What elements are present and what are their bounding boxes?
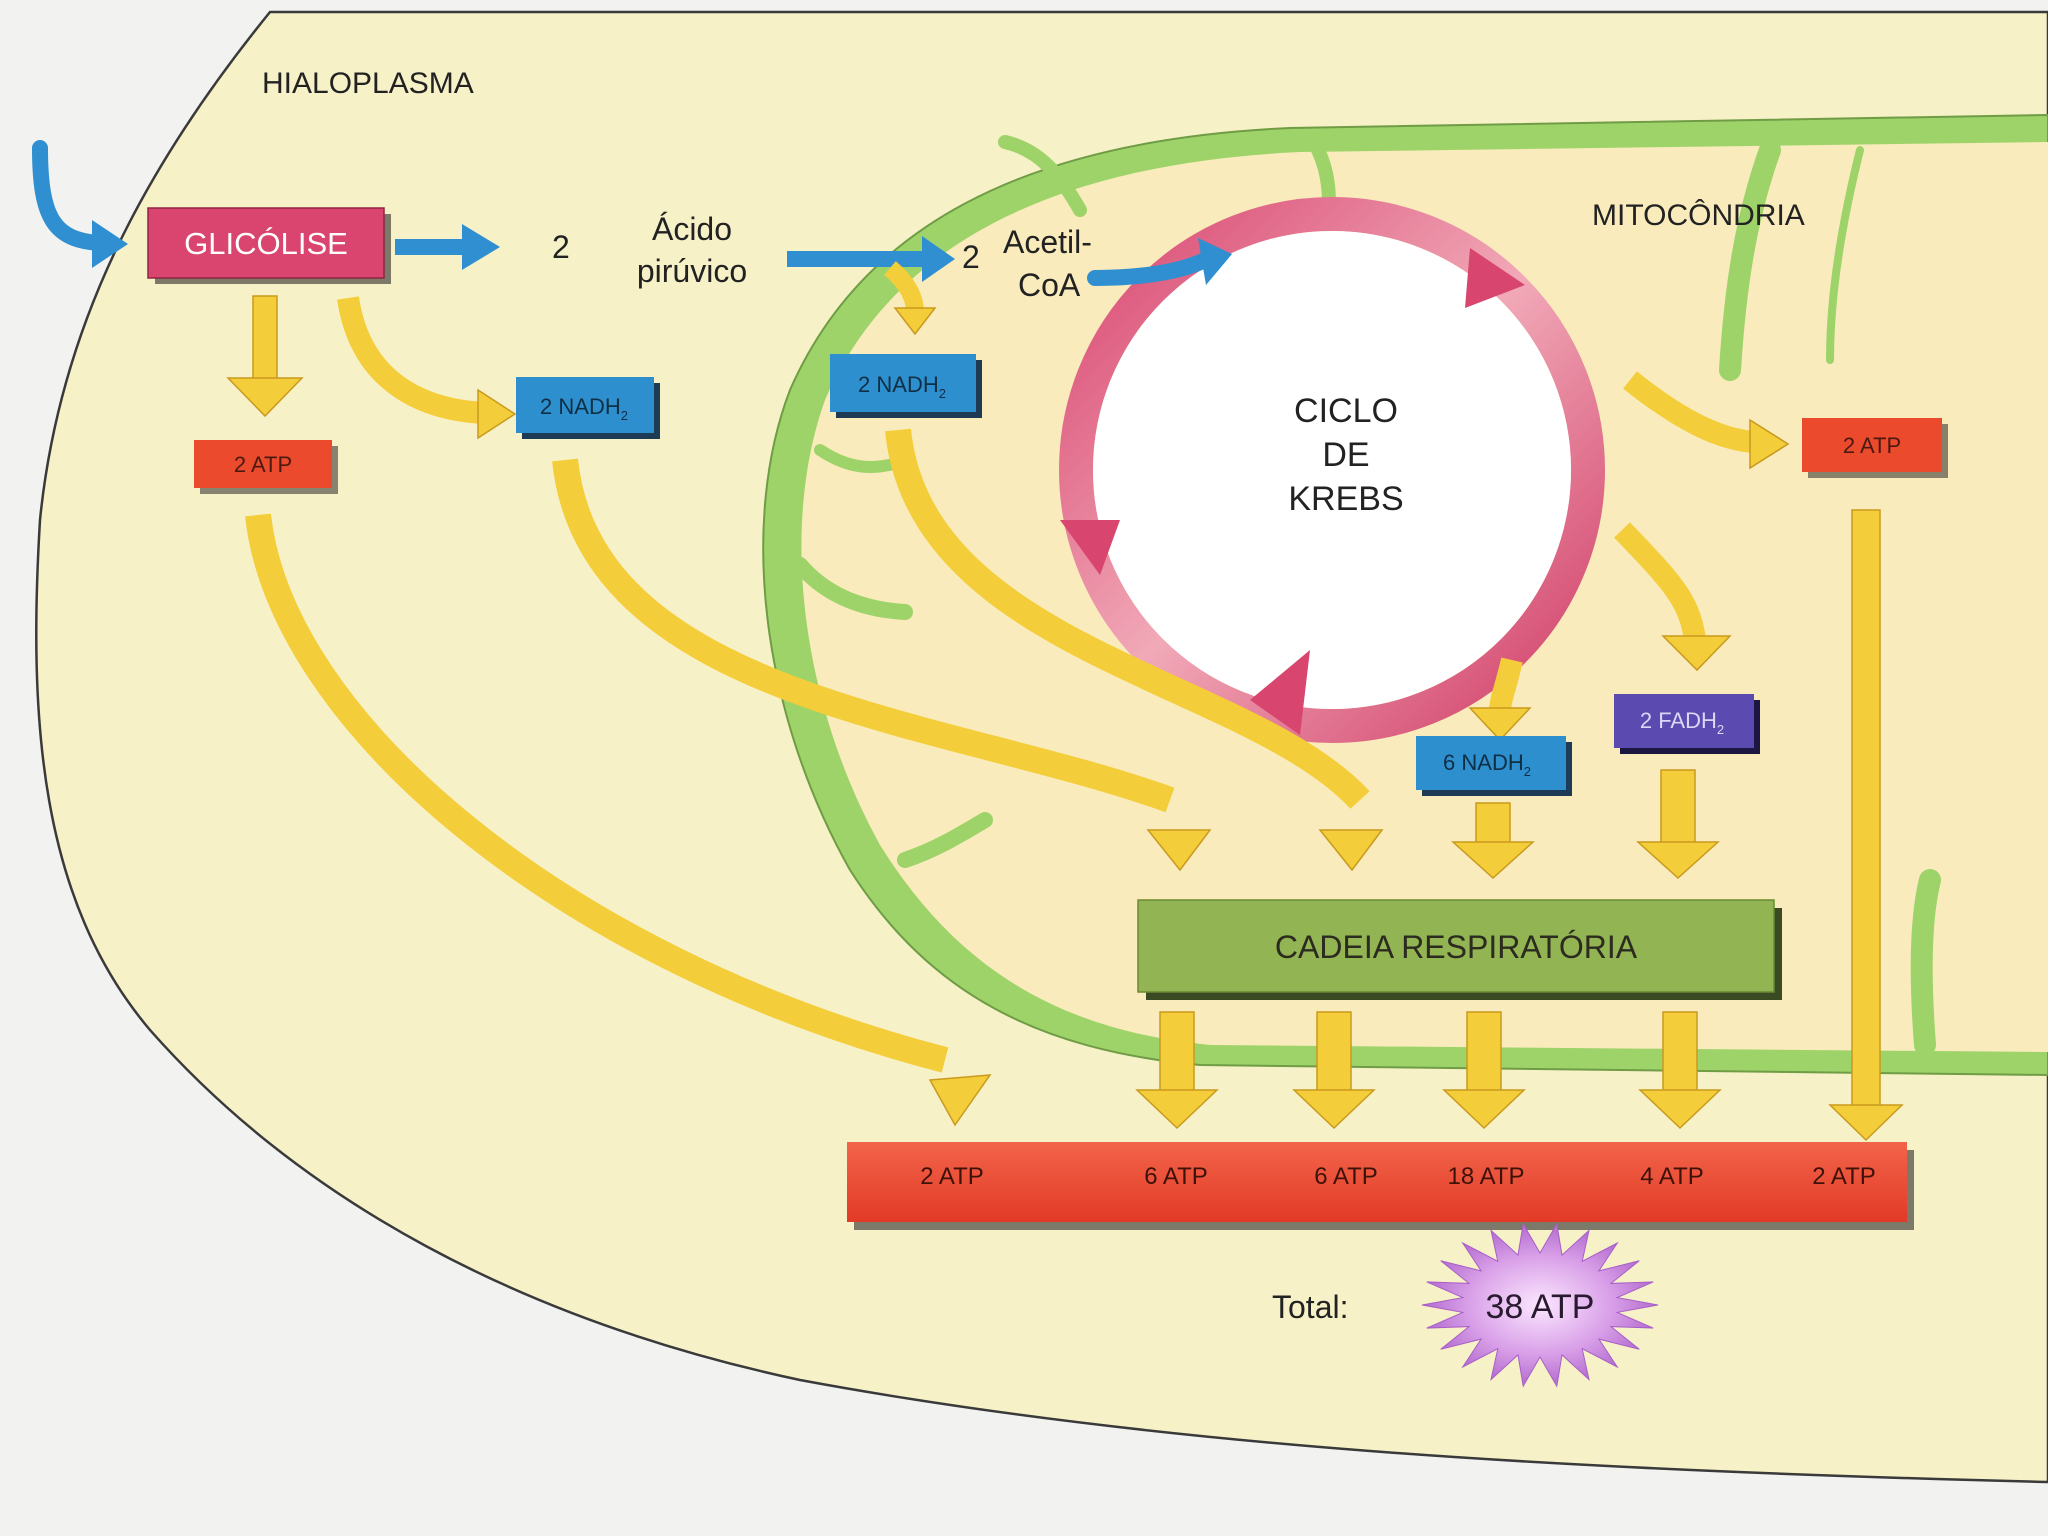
piruvico-label: pirúvico [637, 253, 747, 289]
nadh-glicolise-label: 2 NADH2 [540, 394, 628, 423]
cadeia-respiratoria-box: CADEIA RESPIRATÓRIA [1137, 899, 1782, 1000]
nadh-acetil-label: 2 NADH2 [858, 372, 946, 401]
atp-bar-value: 4 ATP [1640, 1163, 1704, 1190]
atp-box-glicolise: 2 ATP [194, 440, 338, 494]
nadh-acetil-subscript: 2 [939, 386, 946, 401]
nadh-krebs-number: 6 NADH [1443, 750, 1524, 775]
blue-arrow-glicolise-to-piruvico [395, 224, 500, 270]
crista [1910, 869, 1941, 1056]
nadh-box-acetil: 2 NADH2 [830, 354, 982, 418]
atp-glicolise-label: 2 ATP [234, 452, 292, 477]
total-label: Total: [1272, 1289, 1348, 1325]
nadh-glicolise-subscript: 2 [621, 408, 628, 423]
atp-bar-value: 2 ATP [920, 1163, 984, 1190]
nadh-glicolise-number: 2 NADH [540, 394, 621, 419]
fadh-krebs-subscript: 2 [1717, 722, 1724, 737]
blue-arrow-piruvico-to-acetil [787, 236, 955, 282]
glucose-entry-arrow [32, 140, 128, 268]
acetil-coefficient: 2 [962, 239, 980, 275]
atp-krebs-label: 2 ATP [1843, 433, 1901, 458]
acido-label: Ácido [652, 211, 732, 247]
crista [1826, 146, 1864, 364]
nadh-krebs-subscript: 2 [1524, 764, 1531, 779]
total-value: 38 ATP [1486, 1288, 1595, 1326]
yellow-arrows [226, 261, 1904, 1142]
glicolise-box: GLICÓLISE [147, 207, 391, 284]
crista [897, 812, 993, 868]
atp-bar-value: 6 ATP [1144, 1163, 1208, 1190]
nadh-acetil-number: 2 NADH [858, 372, 939, 397]
nadh-box-glicolise: 2 NADH2 [516, 377, 660, 439]
total-starburst: 38 ATP [1421, 1222, 1659, 1388]
krebs-arrowhead [1250, 650, 1310, 735]
crista [1719, 139, 1781, 381]
crista [792, 557, 913, 620]
nadh-krebs-label: 6 NADH2 [1443, 750, 1531, 779]
hialoplasma-label: HIALOPLASMA [262, 67, 474, 100]
piruvico-coefficient: 2 [552, 229, 570, 265]
acetil-label: Acetil- [1003, 224, 1092, 260]
fadh-box-krebs: 2 FADH2 [1614, 694, 1760, 754]
fadh-krebs-number: 2 FADH [1640, 708, 1717, 733]
glicolise-label: GLICÓLISE [184, 226, 348, 261]
fadh-krebs-label: 2 FADH2 [1640, 708, 1724, 737]
ciclo-label: CICLO [1294, 392, 1398, 430]
atp-bar-value: 18 ATP [1448, 1163, 1525, 1190]
coa-label: CoA [1018, 267, 1081, 303]
mitocondria-label: MITOCÔNDRIA [1592, 198, 1805, 232]
nadh-box-krebs: 6 NADH2 [1416, 736, 1572, 796]
krebs-arrowhead [1465, 248, 1525, 308]
atp-total-bar: 2 ATP 6 ATP 6 ATP 18 ATP 4 ATP 2 ATP [847, 1142, 1914, 1230]
crista [998, 135, 1087, 217]
krebs-arrowhead [1060, 520, 1120, 575]
atp-box-krebs: 2 ATP [1802, 418, 1948, 478]
krebs-cycle [1059, 197, 1605, 743]
atp-bar-value: 6 ATP [1314, 1163, 1378, 1190]
cadeia-label: CADEIA RESPIRATÓRIA [1275, 929, 1638, 965]
atp-bar-value: 2 ATP [1812, 1163, 1876, 1190]
blue-arrow-acetil-to-krebs [1087, 238, 1232, 286]
de-label: DE [1322, 436, 1369, 474]
krebs-label: KREBS [1288, 480, 1403, 518]
